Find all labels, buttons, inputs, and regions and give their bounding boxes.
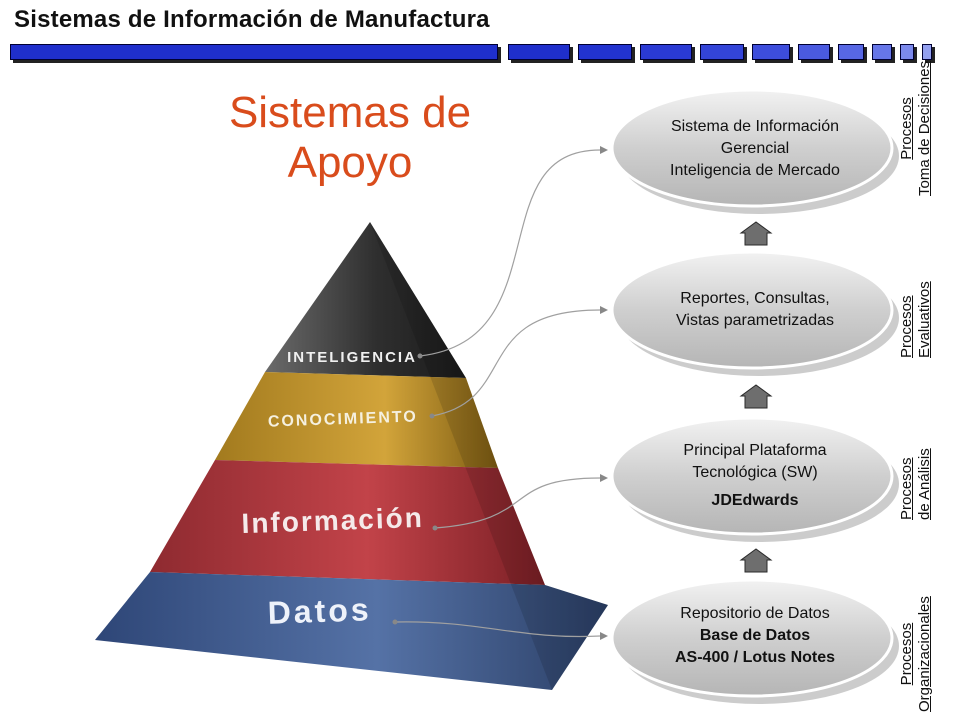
stage-oval-1: [610, 88, 899, 214]
process-4-line-2: Organizacionales: [916, 596, 933, 712]
stage-3-line-2: Tecnológica (SW): [692, 464, 818, 481]
stage-4-line-1: Repositorio de Datos: [680, 605, 830, 622]
pyramid-label-inteligencia: Inteligencia: [287, 349, 417, 366]
pyramid-level-informacion: [150, 460, 545, 585]
stage-4-line-2: Base de Datos: [699, 627, 811, 644]
stage-4-text: Repositorio de Datos Base de Datos AS-40…: [630, 603, 880, 669]
process-2-line-1: Procesos: [898, 295, 915, 358]
connector-inteligencia: [419, 149, 601, 357]
pyramid-level-datos: [95, 572, 608, 690]
stage-oval-2: [610, 250, 899, 376]
process-3-line-2: de Análisis: [916, 448, 933, 520]
main-title: Sistemas de Apoyo: [190, 88, 510, 188]
pyramid-level-conocimiento: [215, 372, 498, 468]
main-title-line1: Sistemas de: [228, 88, 472, 137]
stage-oval-4: [610, 578, 899, 704]
stage-3-line-1: Principal Plataforma: [683, 442, 827, 459]
stage-3-text: Principal Plataforma Tecnológica (SW) JD…: [630, 440, 880, 512]
stage-2-line-2: Vistas parametrizadas: [676, 312, 834, 329]
up-arrow-icon-2: [739, 384, 773, 409]
pyramid-label-informacion: Información: [241, 502, 424, 539]
process-4-line-1: Procesos: [898, 622, 915, 686]
pyramid-label-datos: Datos: [267, 591, 372, 631]
pyramid-label-conocimiento: Conocimiento: [268, 408, 418, 430]
stage-1-line-2: Gerencial: [720, 140, 790, 157]
stage-2-text: Reportes, Consultas, Vistas parametrizad…: [630, 288, 880, 332]
stage-2-line-1: Reportes, Consultas,: [680, 290, 830, 307]
up-arrow-icon-3: [739, 548, 773, 573]
header-title: Sistemas de Información de Manufactura: [14, 6, 490, 33]
pyramid-shadow: [370, 222, 608, 690]
stage-oval-3: [610, 416, 899, 542]
stage-1-line-1: Sistema de Información: [670, 118, 840, 135]
stage-3-line-3: JDEdwards: [711, 492, 799, 509]
stage-1-text: Sistema de Información Gerencial Intelig…: [630, 116, 880, 182]
main-title-line2: Apoyo: [287, 138, 413, 187]
process-2-line-2: Evaluativos: [916, 281, 933, 358]
process-1-line-1: Procesos: [898, 97, 915, 160]
stage-4-line-3: AS-400 / Lotus Notes: [674, 649, 836, 666]
process-label-1: Procesos Toma de Decisiones: [898, 61, 934, 196]
pyramid-level-inteligencia: [265, 222, 466, 378]
connector-informacion: [434, 477, 601, 529]
process-label-3: Procesos de Análisis: [898, 448, 934, 520]
up-arrow-icon-1: [739, 221, 773, 246]
stage-1-line-3: Inteligencia de Mercado: [670, 162, 840, 179]
header-bar: [10, 44, 950, 62]
process-label-4: Procesos Organizacionales: [898, 596, 934, 712]
process-1-line-2: Toma de Decisiones: [916, 60, 933, 196]
process-3-line-1: Procesos: [898, 457, 915, 520]
connector-conocimiento: [431, 309, 601, 417]
connector-datos: [394, 621, 601, 638]
process-label-2: Procesos Evaluativos: [898, 281, 934, 358]
